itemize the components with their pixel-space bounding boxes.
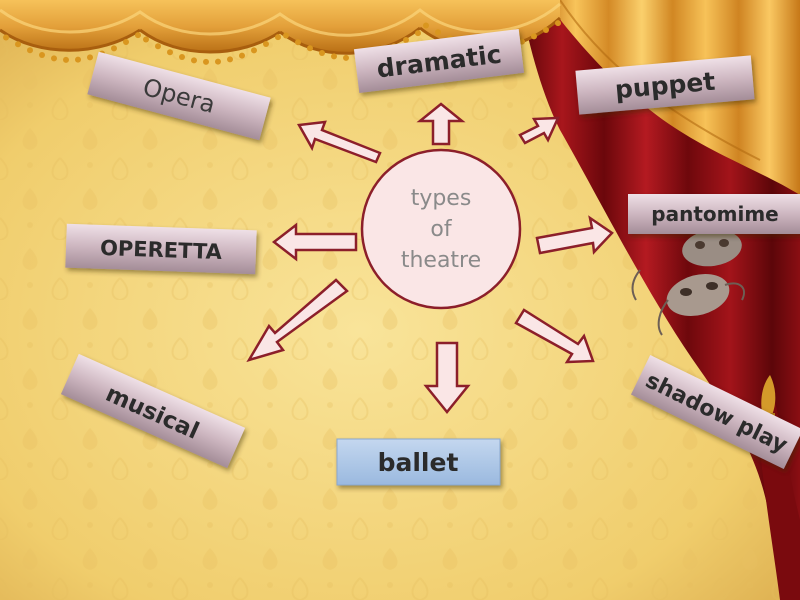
arrow-opera	[296, 120, 382, 164]
fringe-bead	[403, 37, 409, 44]
center-line-3: theatre	[400, 247, 482, 273]
fringe-bead	[435, 29, 441, 36]
arrow-ballet	[423, 341, 471, 414]
fringe-bead	[555, 20, 561, 27]
fringe-bead	[75, 56, 81, 63]
center-circle	[360, 148, 522, 310]
fringe-bead	[227, 56, 233, 63]
label-ballet: ballet	[378, 448, 459, 477]
fringe-bead	[135, 32, 141, 39]
center-line-2: of	[430, 216, 452, 242]
fringe-bead	[215, 58, 221, 65]
fringe-bead	[15, 41, 21, 48]
fringe-bead	[519, 38, 525, 45]
fringe-bead	[123, 39, 129, 46]
arrow-pantomime	[535, 215, 614, 255]
fringe-bead	[295, 39, 301, 46]
fringe-bead	[239, 52, 245, 59]
operetta-box	[65, 223, 257, 275]
fringe-bead	[531, 33, 537, 40]
fringe-bead	[179, 54, 185, 61]
fringe-bead	[283, 32, 289, 39]
center-line-1: types	[410, 185, 472, 211]
center-title: types of theatre	[362, 152, 520, 306]
fringe-bead	[39, 52, 45, 59]
arrow-puppet	[518, 116, 560, 145]
fringe-bead	[3, 34, 9, 41]
fringe-bead	[87, 54, 93, 61]
arrow-operetta	[271, 222, 358, 262]
shadow-play-box	[630, 354, 800, 470]
fringe-bead	[63, 56, 69, 63]
fringe-bead	[263, 41, 269, 48]
fringe-bead	[423, 22, 429, 29]
fringe-bead	[143, 36, 149, 43]
pantomime-box	[628, 194, 800, 234]
fringe-bead	[251, 47, 257, 54]
fringe-bead	[27, 47, 33, 54]
fringe-bead	[167, 49, 173, 56]
fringe-bead	[191, 57, 197, 64]
fringe-bead	[307, 45, 313, 52]
dramatic-box	[353, 29, 525, 93]
opera-box	[87, 51, 271, 141]
theatre-masks-icon	[631, 229, 745, 336]
fringe-bead	[343, 54, 349, 61]
label-operetta: OPERETTA	[100, 236, 223, 264]
label-pantomime: pantomime	[651, 202, 778, 226]
fringe-bead	[543, 27, 549, 34]
arrow-dramatic	[416, 102, 466, 146]
fringe-bead	[275, 34, 281, 41]
fringe-bead	[203, 58, 209, 65]
fringe-bead	[155, 43, 161, 50]
fringe-bead	[331, 53, 337, 60]
fringe-bead	[415, 30, 421, 37]
arrow-musical	[246, 278, 349, 363]
puppet-box	[575, 55, 755, 115]
fringe-bead	[111, 45, 117, 52]
ballet-box	[336, 438, 501, 486]
musical-box	[60, 353, 246, 469]
arrow-shadow-play	[514, 308, 595, 364]
fringe-bead	[51, 55, 57, 62]
fringe-bead	[319, 50, 325, 57]
